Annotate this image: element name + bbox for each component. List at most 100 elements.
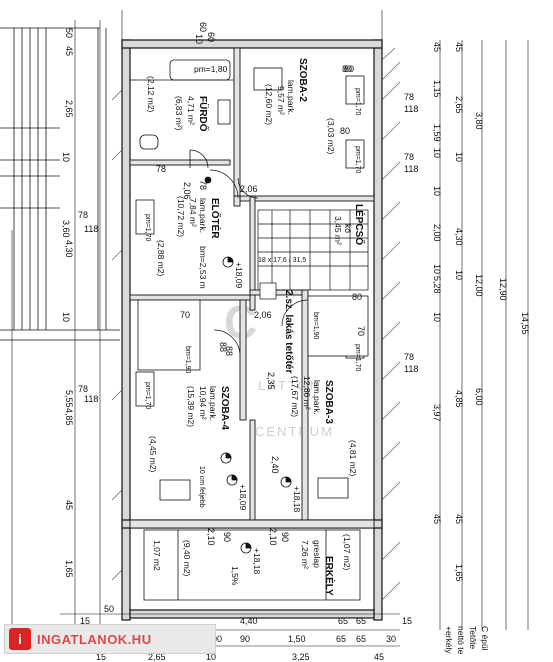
room-erkely: ERKÉLY greslap 7,26 m² (1,07 m2) (9,40 m… [152, 534, 352, 596]
dim-left-wall-3: 118 [84, 394, 98, 404]
room-lepcso: LÉPCSŐ kő 3,45 m² 18 x 17,6 / 31,5 [258, 204, 366, 264]
dim-left-5: 4,30 [64, 240, 74, 258]
dim-right-wall-5: 118 [404, 364, 418, 374]
szoba3-floor: lam.park. [312, 380, 322, 415]
level-markers [204, 176, 292, 554]
dim-bottom-a-3: 65 [338, 616, 348, 626]
roof-hatch [111, 47, 401, 601]
level-labels: +18,09 +18,09 +18,18 +18,18 1,5% 10 cm f… [198, 262, 302, 586]
dim-inner-2: 2,06 [240, 184, 258, 194]
dim-bottom-b-6: 65 [336, 634, 346, 644]
note-2: nettó te [456, 626, 466, 655]
dim-bottom-b-7: 65 [356, 634, 366, 644]
lepcso-steps: 18 x 17,6 / 31,5 [258, 257, 306, 264]
pm-mark-4: pm=1,70 [144, 382, 151, 410]
pm-mark-1: pm=1,70 [354, 88, 361, 116]
dim-top-4: 80 [340, 126, 350, 136]
dim-top-3: 80 [342, 64, 352, 74]
dim-inner-11: 90 [280, 532, 290, 542]
dim-inner-9: 2,10 [268, 528, 278, 546]
notes: C épül Tetőte nettó te +erkély [444, 626, 490, 655]
dim-bottom-b-5: 1,50 [288, 634, 306, 644]
dim-right-wall-3: 118 [404, 164, 418, 174]
dim-right-a-6: 10 [432, 264, 442, 274]
room-furdo: FÜRDŐ 4,71 m² (6,83 m²) (2,12 m2) pm=1,8… [146, 64, 228, 132]
lepcso-area: 3,45 m² [333, 216, 343, 245]
erkely-extra1: (1,07 m2) [342, 534, 352, 571]
szoba3-area: 12,86 m² [302, 376, 312, 410]
level-3: +18,18 [292, 486, 302, 513]
dim-inner-5: 88 [224, 346, 234, 356]
dim-bottom-b-3: 90 [212, 634, 222, 644]
dim-inner-4: 2,06 [254, 310, 272, 320]
szoba4-area2: (15,39 m2) [186, 386, 196, 427]
pm-mark-5: pm=1,70 [354, 344, 361, 372]
dim-top-1: 10 [194, 34, 204, 44]
logo-name: INGATLANOK.HU [37, 631, 152, 647]
room-eloter: ELŐTÉR lam.park. 7,84 m² (10,72 m2) (2,8… [156, 196, 222, 289]
dim-left-10: 1,65 [64, 560, 74, 578]
erkely-extra3: 1,07 m2 [152, 540, 162, 571]
lepcso-floor: kő [343, 224, 353, 233]
szoba4-floor: lam.park. [208, 386, 218, 421]
dim-inner-6: 2,35 [266, 372, 276, 390]
dim-left-4: 3,60 [61, 220, 71, 238]
dim-right-b-2: 10 [454, 152, 464, 162]
dim-right-a-8: 10 [432, 312, 442, 322]
dim-right-a-4: 10 [432, 186, 442, 196]
left-neighbour-structure [0, 27, 120, 341]
dim-right-wall-1: 118 [404, 104, 418, 114]
erkely-floor: greslap [312, 540, 322, 568]
szoba2-name: SZOBA-2 [297, 58, 308, 102]
szoba2-extra: (3,03 m2) [326, 118, 336, 155]
pm-mark-2: pm=1,70 [354, 146, 361, 174]
szoba4-name: SZOBA-4 [219, 386, 230, 430]
dim-right-wall-0: 78 [404, 92, 414, 102]
eloter-area: 7,84 m² [188, 198, 198, 227]
dim-inner-1: 78 [198, 180, 208, 190]
pm-mark-3: pm=1,70 [144, 214, 151, 242]
furdo-area: 4,71 m² [186, 96, 196, 125]
site-logo[interactable]: i INGATLANOK.HU [4, 624, 216, 654]
note-3: +erkély [444, 626, 454, 654]
watermark-line2: CENTRUM [255, 424, 334, 439]
szoba2-area: 9,57 m² [276, 86, 286, 115]
dim-right-c-0: 3,80 [474, 112, 484, 130]
dim-bottom-a-0: 15 [80, 616, 90, 626]
dim-bottom-c-2: 10 [206, 652, 216, 662]
eloter-name: ELŐTÉR [209, 198, 222, 239]
dim-inner-12: 70 [180, 310, 190, 320]
dim-right-wall-2: 78 [404, 152, 414, 162]
dim-bottom-a-2: 4,40 [240, 616, 258, 626]
door-swings [209, 169, 309, 357]
szoba3-area2: (17,67 m2) [290, 376, 300, 417]
dim-left-wall-0: 78 [78, 210, 88, 220]
note-0: C épül [480, 626, 490, 651]
furdo-area2: (6,83 m²) [174, 96, 184, 131]
dim-right-wall-4: 78 [404, 352, 414, 362]
furdo-name: FÜRDŐ [197, 96, 210, 132]
dim-top-2: 60 [206, 32, 216, 42]
dim-right-b-1: 2,65 [454, 96, 464, 114]
dim-bottom-c-3: 3,25 [292, 652, 310, 662]
dim-inner-15: 70 [356, 326, 366, 336]
dim-left-8: 4,85 [64, 408, 74, 426]
dim-bottom-c-1: 2,65 [148, 652, 166, 662]
dim-bottom-a-1: 50 [104, 604, 114, 614]
dim-inner-13: 80 [344, 64, 354, 74]
dim-right-c-1: 12,00 [474, 274, 484, 297]
bm-mark-1: bm=1,90 [184, 346, 191, 374]
dim-left-0: 50 [64, 28, 74, 38]
erkely-name: ERKÉLY [323, 556, 336, 596]
dim-left-9: 45 [64, 500, 74, 510]
dim-right-b-4: 10 [454, 270, 464, 280]
dim-bottom-b-4: 90 [240, 634, 250, 644]
room-szoba3: SZOBA-3 lam.park. 12,86 m² (17,67 m2) (4… [290, 376, 358, 477]
dim-inner-0: 2,06 [182, 182, 192, 200]
dimension-texts: 50452,65103,604,30105,554,85451,65781187… [61, 22, 530, 662]
erkely-extra2: (9,40 m2) [182, 540, 192, 577]
dim-left-2: 2,65 [64, 100, 74, 118]
eloter-floor: lam.park. [198, 198, 208, 233]
dim-top-0: 60 [198, 22, 208, 32]
